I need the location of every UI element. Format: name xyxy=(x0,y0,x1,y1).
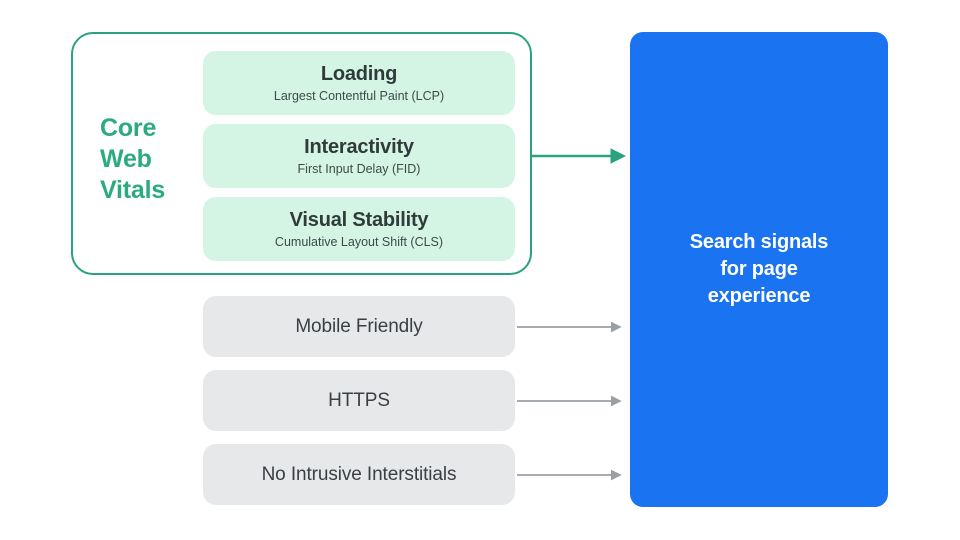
metric-card-visual-stability[interactable]: Visual Stability Cumulative Layout Shift… xyxy=(203,197,515,261)
core-web-vitals-label-line-3: Vitals xyxy=(100,176,166,204)
metric-title: Visual Stability xyxy=(289,208,429,231)
metric-title: Interactivity xyxy=(304,135,414,158)
search-signals-panel-text: Search signals for page experience xyxy=(689,231,829,307)
signal-label: No Intrusive Interstitials xyxy=(261,463,457,485)
metric-subtitle: First Input Delay (FID) xyxy=(297,161,421,176)
core-web-vitals-label-line-2: Web xyxy=(100,145,152,173)
signal-label: HTTPS xyxy=(328,389,390,411)
signal-label: Mobile Friendly xyxy=(295,315,423,337)
metric-card-interactivity[interactable]: Interactivity First Input Delay (FID) xyxy=(203,124,515,188)
signal-card-no-intrusive-interstitials[interactable]: No Intrusive Interstitials xyxy=(203,444,515,505)
metric-title: Loading xyxy=(320,62,398,85)
core-web-vitals-group xyxy=(71,32,532,275)
metric-card-loading[interactable]: Loading Largest Contentful Paint (LCP) xyxy=(203,51,515,115)
search-signals-panel[interactable]: Search signals for page experience xyxy=(630,32,888,507)
signal-card-mobile-friendly[interactable]: Mobile Friendly xyxy=(203,296,515,357)
metric-subtitle: Largest Contentful Paint (LCP) xyxy=(273,88,445,103)
metric-subtitle: Cumulative Layout Shift (CLS) xyxy=(274,234,444,249)
signal-card-https[interactable]: HTTPS xyxy=(203,370,515,431)
core-web-vitals-label: Core Web Vitals xyxy=(100,113,196,206)
core-web-vitals-label-line-1: Core xyxy=(100,114,157,142)
